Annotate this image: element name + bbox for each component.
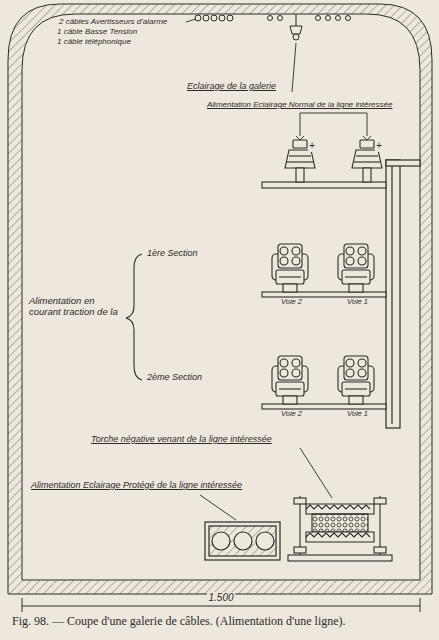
supply-label: Alimentation Eclairage Normal de la lign…	[206, 100, 393, 109]
track-label: Voie 1	[346, 410, 369, 419]
track-label: Voie 2	[280, 410, 303, 419]
track-label: Voie 2	[280, 298, 303, 307]
negative-feeder-label: Torche négative venant de la ligne intér…	[90, 434, 273, 444]
polarity-sign: +	[375, 140, 383, 152]
figure-caption: Fig. 98. — Coupe d'une galerie de câbles…	[12, 614, 346, 629]
section-label: 2ème Section	[146, 372, 203, 382]
traction-label: Alimentation en courant traction de la	[28, 296, 126, 318]
cable-note: 1 câble téléphonique	[56, 37, 132, 46]
cable-note: 2 câbles Avertisseurs d'alarme	[58, 17, 168, 26]
cable-note: 1 câble Basse Tension	[56, 27, 138, 36]
section-label: 1ère Section	[146, 248, 199, 258]
track-label: Voie 1	[346, 298, 369, 307]
polarity-sign: +	[308, 140, 316, 152]
lamp-label: Eclairage de la galerie	[186, 81, 277, 91]
protected-lighting-label: Alimentation Eclairage Protégé de la lig…	[30, 480, 243, 490]
dimension-label: 1.500	[207, 592, 234, 604]
